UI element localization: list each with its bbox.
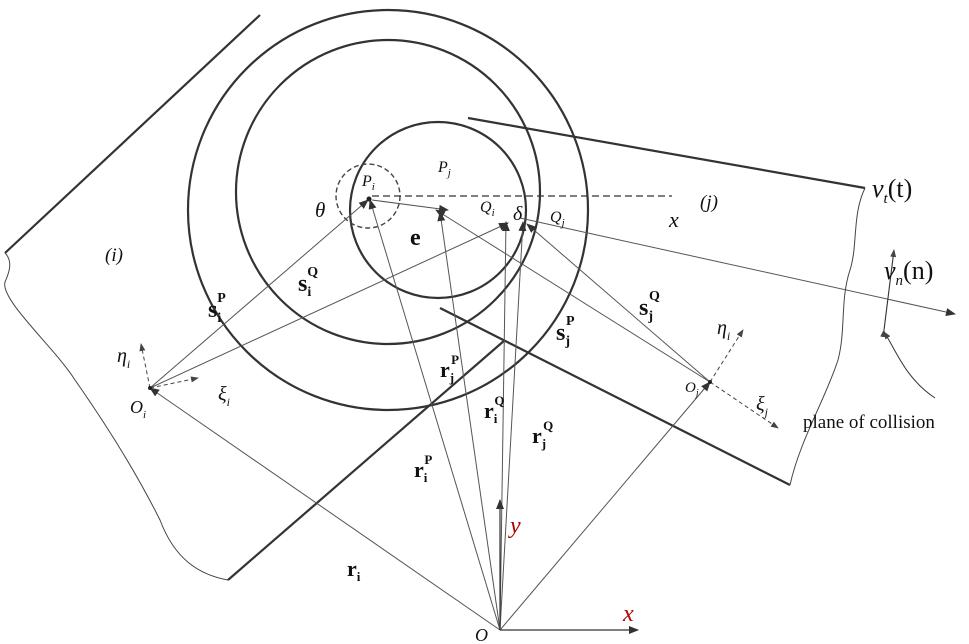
vector-ri-q — [499, 221, 510, 631]
vector-rj-q — [499, 221, 527, 631]
label-vn: vn(n) — [884, 256, 933, 289]
label-sj-q: sjQ — [639, 289, 660, 324]
vector-ri — [149, 387, 501, 631]
body-j-outline — [439, 116, 866, 486]
point-pi — [366, 196, 372, 202]
vector-si-p — [149, 199, 369, 389]
label-delta: δ — [513, 203, 523, 225]
plane-pointer — [883, 331, 936, 399]
vector-rj-p — [437, 211, 501, 631]
vector-e — [371, 199, 449, 213]
label-eta-j: ηi — [717, 317, 730, 343]
label-qi: Qi — [480, 199, 495, 219]
label-pj: Pj — [437, 159, 451, 179]
label-qj: Qj — [550, 209, 565, 229]
label-y-axis: y — [508, 513, 521, 539]
label-si-p: siP — [208, 291, 226, 326]
vector-si-q — [149, 222, 509, 389]
label-body-j: (j) — [700, 192, 718, 213]
label-body-i: (i) — [105, 245, 123, 266]
label-ri-p: riP — [414, 452, 432, 485]
label-x-axis: x — [622, 601, 634, 627]
label-xi-i: ξi — [218, 383, 230, 409]
label-ri-q: riQ — [484, 393, 505, 426]
label-oj: Oj — [685, 380, 699, 399]
text-labels: (i) (j) θ e x δ Pi Pj Qi Qj siP siQ sjP … — [105, 159, 935, 644]
body-i-outline — [4, 14, 506, 581]
label-e: e — [410, 225, 421, 251]
vector-ri-p — [368, 199, 501, 631]
label-rj-p: rjP — [440, 352, 459, 385]
local-frame-i — [139, 343, 199, 389]
label-x-upper: x — [668, 207, 679, 232]
label-plane-of-collision: plane of collision — [803, 412, 935, 433]
label-origin: O — [475, 625, 488, 644]
circles — [186, 8, 590, 412]
inner-circle — [348, 120, 528, 300]
outer-circle — [186, 8, 590, 412]
point-oj — [708, 380, 712, 384]
label-ri: ri — [347, 556, 361, 584]
label-si-q: siQ — [298, 265, 318, 300]
label-vt: vt(t) — [872, 174, 912, 207]
global-axes — [496, 499, 639, 634]
middle-circle — [234, 38, 542, 346]
label-sj-p: sjP — [556, 314, 575, 349]
point-oi — [148, 386, 152, 390]
label-theta: θ — [315, 198, 325, 222]
label-pi: Pi — [361, 173, 375, 193]
label-xi-j: ξj — [756, 393, 769, 419]
vector-sj-p — [435, 209, 711, 383]
collision-tangent — [880, 249, 897, 338]
vector-rj — [499, 381, 711, 631]
label-rj-q: rjQ — [532, 418, 553, 451]
label-eta-i: ηi — [117, 345, 130, 371]
local-frame-j — [709, 329, 779, 429]
vector-sj-q — [526, 223, 711, 383]
vectors — [149, 199, 956, 631]
label-oi: Oi — [130, 397, 146, 421]
